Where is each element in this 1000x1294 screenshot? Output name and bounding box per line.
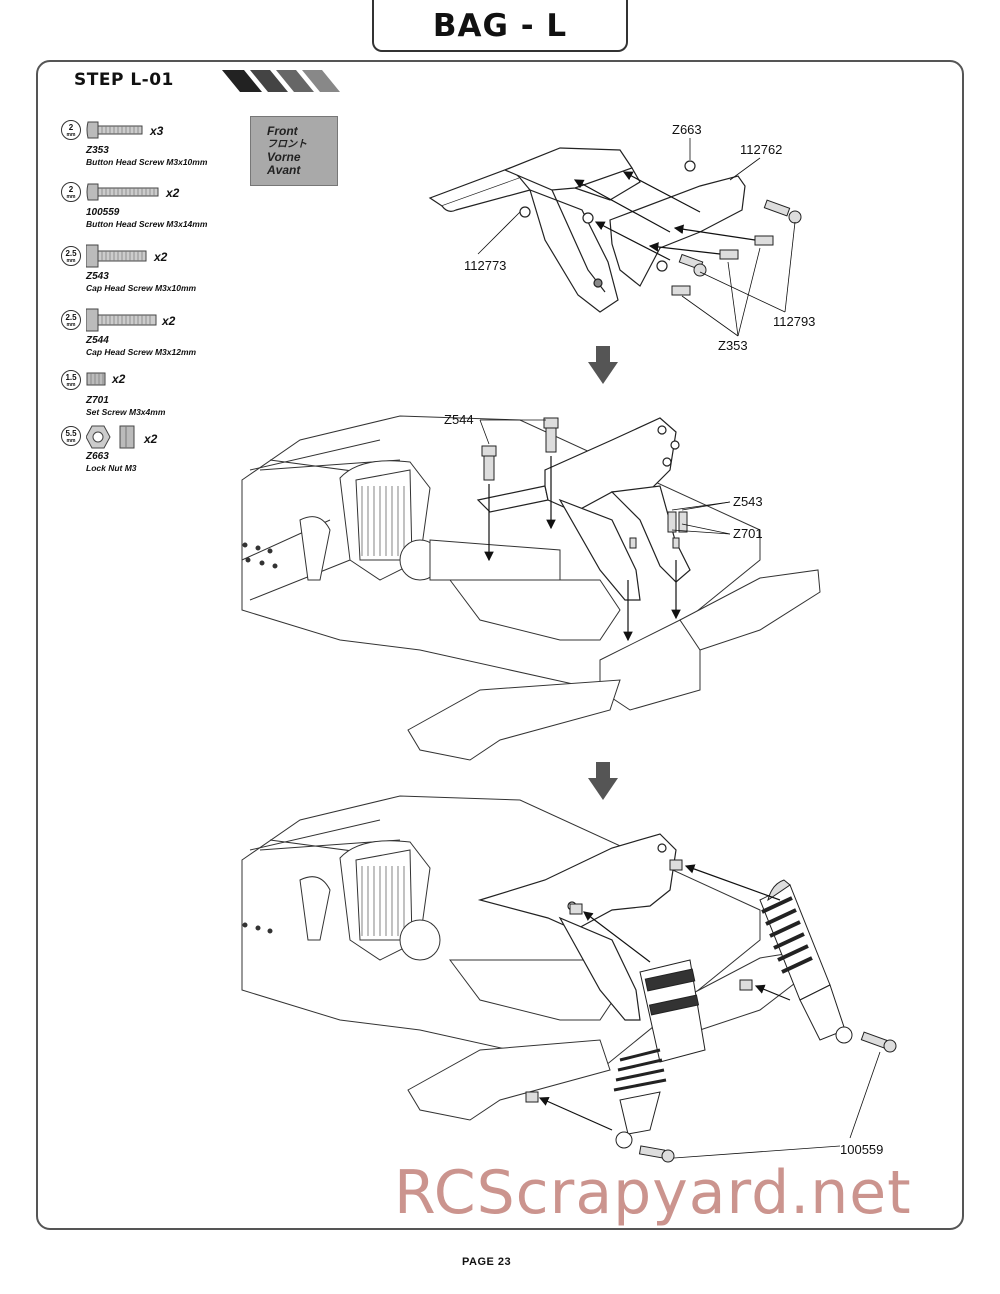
top-arrows	[573, 171, 756, 261]
shock-tower-leg	[529, 189, 619, 313]
bag-title-tab: BAG - L	[372, 0, 628, 52]
bottom-screws	[525, 859, 897, 1163]
callout-z663: Z663	[672, 122, 702, 137]
callout-112762: 112762	[740, 142, 783, 157]
callout-112773: 112773	[464, 258, 507, 273]
set-screw-icon	[86, 372, 106, 386]
callout-z353: Z353	[718, 338, 748, 353]
chassis-bottom	[241, 795, 813, 1121]
watermark: RCScrapyard.net	[394, 1158, 912, 1228]
shock-tower-installed	[476, 417, 691, 601]
chassis-middle	[241, 415, 821, 761]
bag-title: BAG - L	[432, 8, 568, 44]
shock-tower-bottom	[477, 833, 677, 1021]
middle-leader-lines	[479, 419, 731, 535]
page-number: PAGE 23	[462, 1256, 512, 1268]
shock-absorber-right	[759, 879, 853, 1044]
callout-z544: Z544	[444, 412, 474, 427]
step-frame	[36, 60, 964, 1230]
cap-head-screw-icon	[86, 244, 147, 268]
callout-100559: 100559	[840, 1142, 884, 1157]
bottom-arrows	[538, 864, 791, 1131]
step-title: STEP L-01	[74, 70, 174, 90]
shock-absorber-left	[613, 959, 706, 1149]
tower-brace-112762	[609, 175, 746, 287]
down-arrow-1	[588, 346, 618, 384]
title-stripes-decoration	[222, 70, 340, 92]
front-direction-label: Front フロント Vorne Avant	[250, 116, 338, 186]
shock-tower-exploded	[428, 147, 746, 313]
middle-screws	[481, 417, 688, 549]
top-leader-lines	[477, 138, 796, 337]
callout-112793: 112793	[773, 314, 816, 329]
callout-z701: Z701	[733, 526, 763, 541]
callout-z543: Z543	[733, 494, 763, 509]
middle-arrows	[484, 456, 681, 642]
lock-nut-icon	[86, 425, 135, 449]
button-head-screw-icon	[86, 121, 143, 139]
button-head-screw-icon	[86, 183, 159, 201]
lock-nut-z663	[684, 160, 696, 172]
bottom-leader-lines	[673, 1051, 881, 1159]
down-arrow-2	[588, 762, 618, 800]
body-mount-arm-edge	[441, 177, 532, 212]
cap-head-screw-icon	[86, 308, 157, 332]
